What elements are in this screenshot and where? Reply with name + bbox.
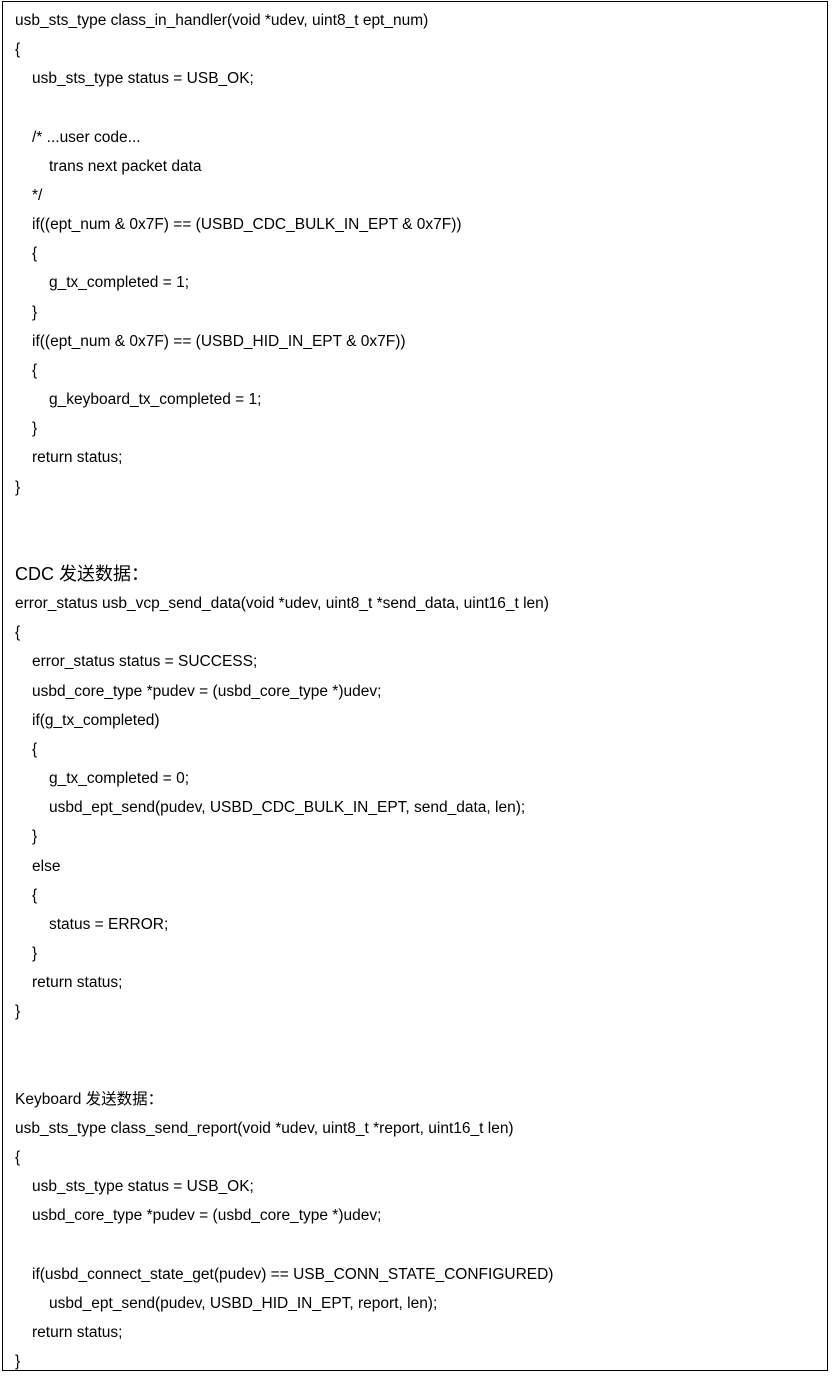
- code-line: if(usbd_connect_state_get(pudev) == USB_…: [32, 1265, 554, 1283]
- code-line: usb_sts_type status = USB_OK;: [32, 1178, 254, 1196]
- blank-line: [15, 1026, 819, 1055]
- code-line: usb_sts_type status = USB_OK;: [32, 70, 254, 88]
- code-line: }: [15, 1003, 21, 1021]
- code-line: }: [15, 1353, 21, 1371]
- code-line: {: [15, 41, 21, 59]
- code-line: error_status usb_vcp_send_data(void *ude…: [15, 595, 549, 613]
- code-line: }: [32, 303, 38, 321]
- code-listing: usb_sts_type class_in_handler(void *udev…: [15, 6, 819, 1376]
- code-line: usbd_ept_send(pudev, USBD_CDC_BULK_IN_EP…: [49, 799, 526, 817]
- code-line: {: [32, 886, 38, 904]
- code-line: g_keyboard_tx_completed = 1;: [49, 391, 262, 409]
- section-heading: Keyboard 发送数据：: [15, 1090, 164, 1108]
- code-line: g_tx_completed = 1;: [49, 274, 190, 292]
- code-line: if((ept_num & 0x7F) == (USBD_CDC_BULK_IN…: [32, 216, 462, 234]
- code-line: }: [32, 420, 38, 438]
- code-line: {: [32, 245, 38, 263]
- code-line: }: [32, 828, 38, 846]
- blank-line: [15, 93, 819, 122]
- code-line: g_tx_completed = 0;: [49, 770, 190, 788]
- code-line: return status;: [32, 449, 123, 467]
- blank-line: [15, 1231, 819, 1260]
- code-line: {: [32, 361, 38, 379]
- code-line: {: [15, 1149, 21, 1167]
- code-line: usbd_core_type *pudev = (usbd_core_type …: [32, 682, 382, 700]
- code-line: }: [15, 478, 21, 496]
- code-line: */: [32, 186, 43, 204]
- code-line: if(g_tx_completed): [32, 711, 160, 729]
- code-line: status = ERROR;: [49, 915, 169, 933]
- code-line: error_status status = SUCCESS;: [32, 653, 258, 671]
- code-line: if((ept_num & 0x7F) == (USBD_HID_IN_EPT …: [32, 332, 406, 350]
- code-line: else: [32, 857, 61, 875]
- code-line: return status;: [32, 1324, 123, 1342]
- section-heading: CDC 发送数据：: [15, 563, 149, 584]
- blank-line: [15, 502, 819, 531]
- code-line: usbd_ept_send(pudev, USBD_HID_IN_EPT, re…: [49, 1294, 438, 1312]
- code-line: trans next packet data: [49, 157, 202, 175]
- blank-line: [15, 1056, 819, 1085]
- code-line: {: [32, 740, 38, 758]
- code-line: return status;: [32, 974, 123, 992]
- blank-line: [15, 531, 819, 560]
- code-line: }: [32, 945, 38, 962]
- code-line: usbd_core_type *pudev = (usbd_core_type …: [32, 1207, 382, 1225]
- code-line: usb_sts_type class_in_handler(void *udev…: [15, 12, 429, 29]
- code-line: usb_sts_type class_send_report(void *ude…: [15, 1119, 514, 1137]
- code-line: /* ...user code...: [32, 128, 141, 146]
- code-line: {: [15, 624, 21, 642]
